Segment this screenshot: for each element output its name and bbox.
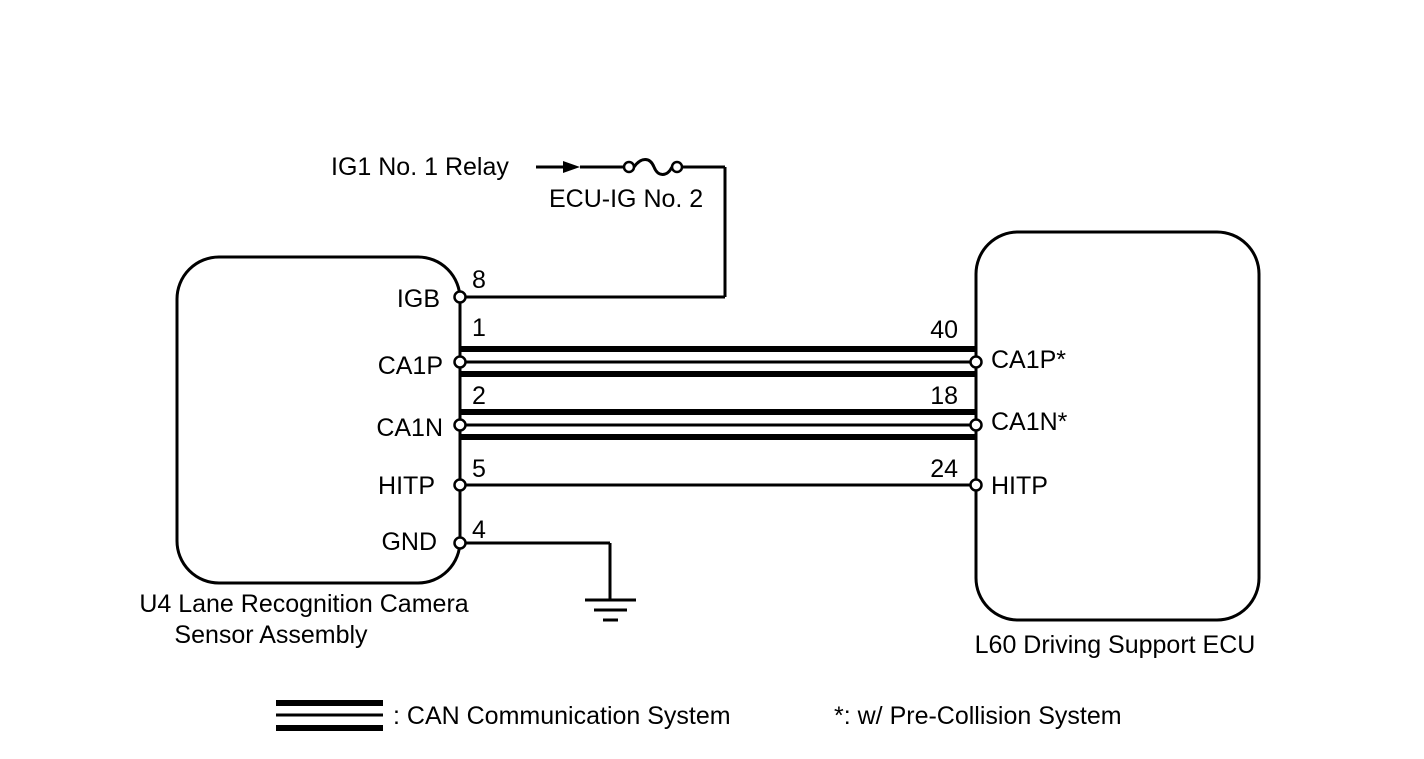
can-legend-text: : CAN Communication System <box>393 702 731 730</box>
pin-number-24: 24 <box>930 455 958 483</box>
fuse-terminal-left <box>622 160 636 174</box>
pin-number-40: 40 <box>930 316 958 344</box>
pin-label-hitp-left: HITP <box>378 472 435 500</box>
can-wire-ca1n <box>460 409 976 440</box>
pin-label-hitp-right: HITP <box>991 472 1048 500</box>
can-legend-symbol-icon <box>276 700 383 731</box>
pin-number-4: 4 <box>472 516 486 544</box>
pin-number-5: 5 <box>472 455 486 483</box>
asterisk-note: *: w/ Pre-Collision System <box>834 702 1122 730</box>
pin-label-ca1n-right: CA1N* <box>991 408 1068 436</box>
fuse-terminal-right <box>670 160 684 174</box>
terminal-ca1p-left <box>453 355 467 369</box>
relay-label: IG1 No. 1 Relay <box>331 153 509 181</box>
camera-sensor-name-line2: Sensor Assembly <box>174 621 368 649</box>
fuse-icon <box>632 158 674 176</box>
pin-number-2: 2 <box>472 382 486 410</box>
terminal-ca1n-right <box>969 418 983 432</box>
fuse-label: ECU-IG No. 2 <box>549 185 703 213</box>
ground-circuit <box>465 541 636 622</box>
pin-number-8: 8 <box>472 266 486 294</box>
terminal-ca1n-left <box>453 418 467 432</box>
power-supply-circuit <box>465 158 727 299</box>
terminal-igb <box>453 290 467 304</box>
ground-icon <box>585 598 636 622</box>
terminal-gnd <box>453 536 467 550</box>
terminal-hitp-right <box>969 478 983 492</box>
driving-support-ecu-name: L60 Driving Support ECU <box>975 631 1256 659</box>
terminal-hitp-left <box>453 478 467 492</box>
camera-sensor-name-line1: U4 Lane Recognition Camera <box>139 590 468 618</box>
pin-label-ca1n-left: CA1N <box>376 414 443 442</box>
pin-label-ca1p-left: CA1P <box>378 352 443 380</box>
pin-label-ca1p-right: CA1P* <box>991 346 1066 374</box>
can-wire-ca1p <box>460 346 976 377</box>
pin-label-igb: IGB <box>397 285 440 313</box>
relay-arrow-icon <box>563 161 580 173</box>
pin-number-1: 1 <box>472 314 486 342</box>
terminal-ca1p-right <box>969 355 983 369</box>
pin-number-18: 18 <box>930 382 958 410</box>
pin-label-gnd: GND <box>381 528 437 556</box>
